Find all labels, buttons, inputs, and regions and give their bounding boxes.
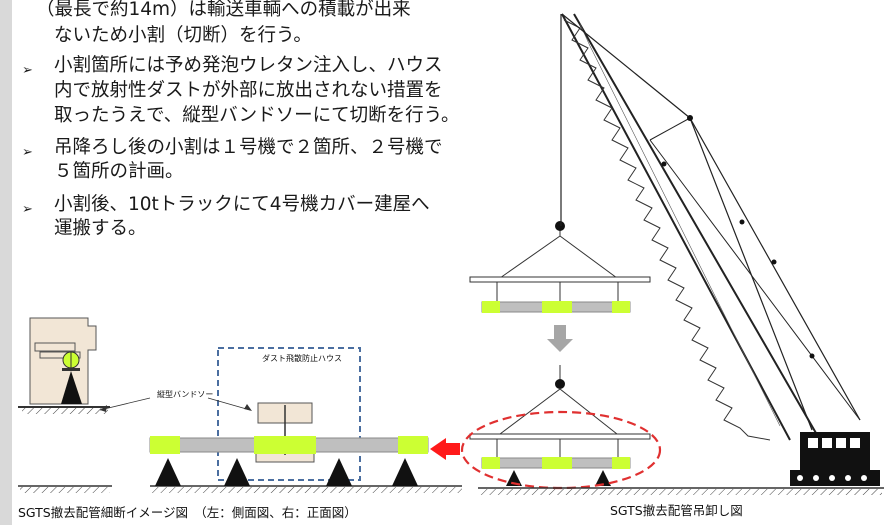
crawler-crane bbox=[560, 13, 880, 486]
bullet2-line2: ５箇所の計画。 bbox=[54, 161, 184, 182]
bullet-arrow-icon: ➢ bbox=[22, 145, 33, 160]
hoisted-pipe-lower bbox=[460, 365, 662, 490]
band-saw-side-view bbox=[18, 317, 110, 414]
bullet1-line2: 内で放射性ダストが外部に放出されない措置を bbox=[54, 80, 443, 101]
bullet-arrow-icon: ➢ bbox=[22, 63, 33, 78]
hoisted-pipe-upper bbox=[469, 221, 651, 313]
ground-left bbox=[18, 485, 462, 493]
caption-right: SGTS撤去配管吊卸し図 bbox=[610, 503, 743, 518]
caption-left: SGTS撤去配管細断イメージ図 （左：側面図、右：正面図） bbox=[18, 505, 357, 520]
bullet2-line1: 吊降ろし後の小割は１号機で２箇所、２号機で bbox=[54, 137, 443, 158]
dust-prevention-house bbox=[217, 347, 361, 481]
bullet3-line2: 運搬する。 bbox=[54, 218, 147, 239]
dust-house-label: ダスト飛散防止ハウス bbox=[262, 354, 342, 363]
band-saw-leader-lines bbox=[99, 397, 252, 412]
red-direction-arrow bbox=[430, 438, 460, 460]
pipe-front-view bbox=[149, 436, 429, 486]
gray-down-arrow bbox=[547, 325, 573, 352]
para1-line1: （最長で約14m）は輸送車輌への積載が出来 bbox=[36, 0, 411, 20]
slide-edge-strip bbox=[0, 0, 12, 525]
para1-line2: ないため小割（切断）を行う。 bbox=[54, 25, 312, 46]
band-saw-label: 縦型バンドソー bbox=[157, 390, 214, 399]
ground-right bbox=[478, 487, 884, 495]
bullet1-line3: 取ったうえで、縦型バンドソーにて切断を行う。 bbox=[54, 105, 460, 126]
bullet3-line1: 小割後、10tトラックにて4号機カバー建屋へ bbox=[54, 194, 430, 215]
bullet1-line1: 小割箇所には予め発泡ウレタン注入し、ハウス bbox=[54, 55, 443, 76]
bullet-arrow-icon: ➢ bbox=[22, 202, 33, 217]
